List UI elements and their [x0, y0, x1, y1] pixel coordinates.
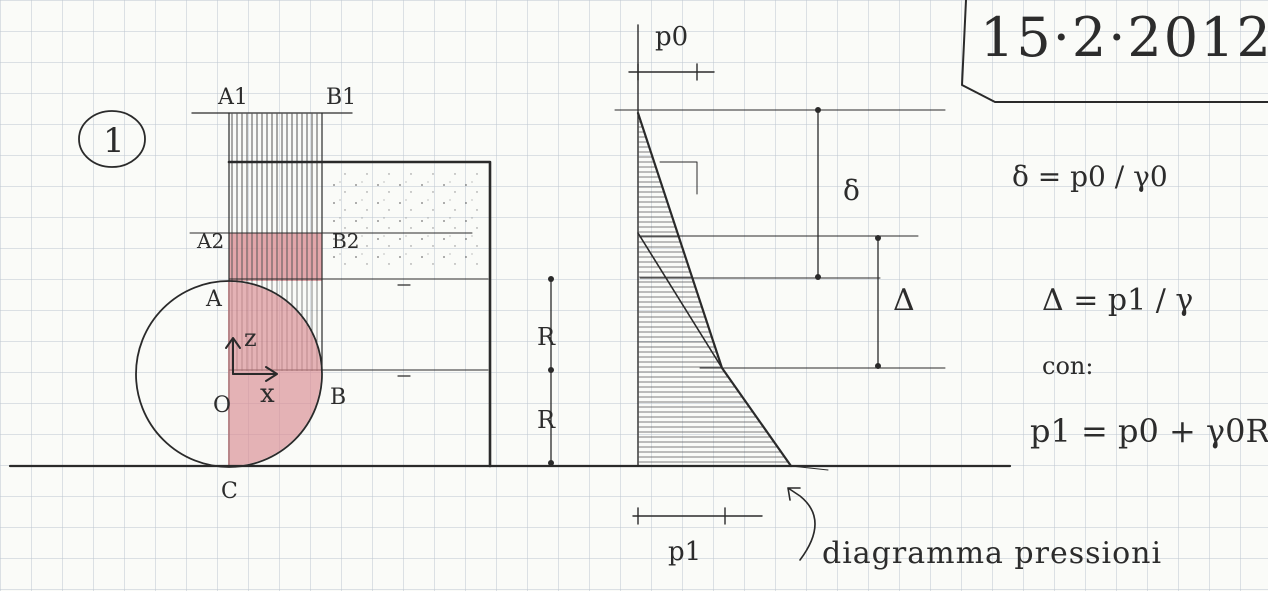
hatched-column-upper	[229, 113, 322, 233]
formula-delta: δ = p0 / γ0	[1012, 160, 1168, 193]
label-z: z	[244, 324, 257, 352]
z-axis-arrow	[225, 337, 241, 375]
label-O: O	[213, 393, 231, 418]
label-A: A	[205, 287, 223, 312]
label-p0: p0	[655, 22, 688, 52]
formula-Delta: Δ = p1 / γ	[1042, 283, 1194, 318]
label-B1: B1	[326, 85, 356, 110]
caption-arrow	[787, 487, 816, 561]
label-delta: δ	[843, 174, 860, 207]
formula-con: con:	[1042, 352, 1094, 380]
caption-diagramma-pressioni: diagramma pressioni	[822, 536, 1163, 571]
label-B: B	[330, 385, 346, 410]
pressure-hatch	[638, 113, 791, 466]
label-R-upper: R	[537, 323, 556, 351]
label-R-lower: R	[537, 406, 556, 434]
label-x: x	[260, 379, 275, 409]
formula-p1: p1 = p0 + γ0R	[1030, 412, 1268, 450]
label-A1: A1	[217, 85, 248, 110]
tank-outline	[227, 160, 492, 468]
label-Delta: Δ	[893, 283, 915, 318]
label-A2: A2	[196, 229, 224, 253]
x-axis-arrow	[232, 366, 278, 382]
date-box	[961, 0, 1268, 103]
label-p1: p1	[668, 537, 701, 567]
problem-number: 1	[103, 121, 125, 161]
label-C: C	[221, 479, 238, 504]
label-B2: B2	[332, 229, 359, 253]
date: 15·2·2012	[980, 6, 1268, 69]
problem-number-circle	[78, 110, 146, 168]
